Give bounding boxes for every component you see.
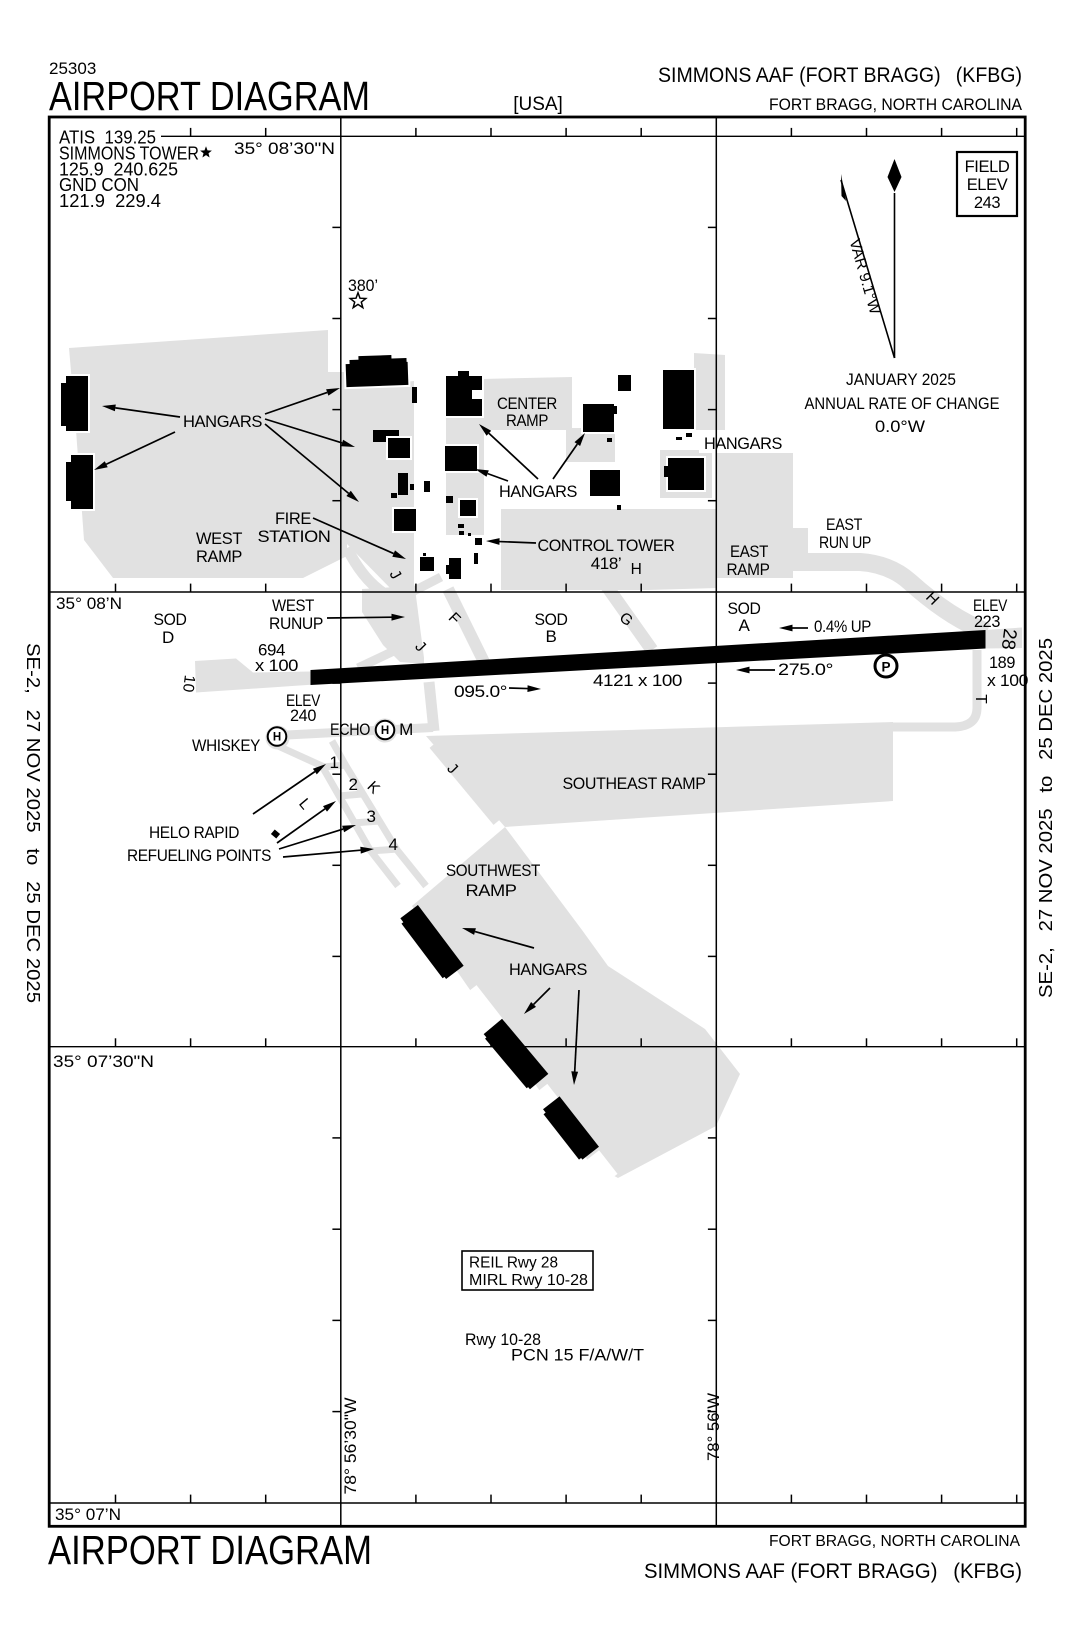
svg-text:RUNUP: RUNUP <box>269 614 323 633</box>
svg-text:WHISKEY: WHISKEY <box>192 736 260 755</box>
svg-text:380’: 380’ <box>348 277 378 295</box>
svg-text:CONTROL TOWER: CONTROL TOWER <box>538 536 675 555</box>
svg-text:x 100: x 100 <box>987 671 1028 690</box>
svg-text:0.0°W: 0.0°W <box>875 417 925 436</box>
svg-text:HANGARS: HANGARS <box>509 960 587 979</box>
svg-text:SOD: SOD <box>728 599 761 618</box>
svg-text:ANNUAL RATE OF CHANGE: ANNUAL RATE OF CHANGE <box>805 394 1000 413</box>
svg-text:25303: 25303 <box>49 59 96 78</box>
svg-text:FIRE: FIRE <box>275 509 311 528</box>
svg-text:GND CON: GND CON <box>59 175 139 195</box>
svg-text:78° 56’30"W: 78° 56’30"W <box>342 1397 360 1494</box>
svg-text:SIMMONS AAF (FORT BRAGG) (KFB: SIMMONS AAF (FORT BRAGG) (KFBG) <box>658 64 1022 87</box>
svg-text:35° 08’N: 35° 08’N <box>56 595 122 613</box>
svg-text:D: D <box>162 628 174 647</box>
svg-text:35° 07’N: 35° 07’N <box>55 1506 121 1524</box>
svg-text:0.4% UP: 0.4% UP <box>814 617 871 636</box>
svg-text:FORT BRAGG, NORTH CAROLINA: FORT BRAGG, NORTH CAROLINA <box>769 1533 1021 1550</box>
svg-text:FORT BRAGG, NORTH CAROLINA: FORT BRAGG, NORTH CAROLINA <box>769 96 1022 114</box>
svg-text:095.0°: 095.0° <box>454 682 507 701</box>
svg-text:AIRPORT DIAGRAM: AIRPORT DIAGRAM <box>49 73 370 119</box>
svg-text:189: 189 <box>989 653 1015 672</box>
svg-text:EAST: EAST <box>730 542 768 561</box>
svg-text:RAMP: RAMP <box>196 547 242 566</box>
svg-text:CENTER: CENTER <box>497 394 557 413</box>
svg-text:240: 240 <box>290 706 316 725</box>
svg-text:SIMMONS TOWER: SIMMONS TOWER <box>59 143 199 163</box>
svg-text:T: T <box>972 694 989 704</box>
svg-text:35° 07’30"N: 35° 07’30"N <box>53 1053 154 1071</box>
svg-text:FIELD: FIELD <box>965 158 1010 176</box>
svg-text:418’: 418’ <box>591 554 622 573</box>
svg-text:SOD: SOD <box>154 610 187 629</box>
svg-text:PCN 15 F/A/W/T: PCN 15 F/A/W/T <box>511 1347 644 1365</box>
svg-text:121.9 229.4: 121.9 229.4 <box>59 191 161 211</box>
svg-text:MIRL Rwy 10-28: MIRL Rwy 10-28 <box>469 1272 588 1289</box>
svg-text:B: B <box>546 627 557 646</box>
svg-text:JANUARY 2025: JANUARY 2025 <box>846 370 956 389</box>
svg-text:H: H <box>273 732 281 744</box>
svg-text:HANGARS: HANGARS <box>499 482 577 501</box>
svg-text:H: H <box>631 561 642 578</box>
svg-text:ATIS 139.25: ATIS 139.25 <box>59 128 156 148</box>
svg-text:78° 56’W: 78° 56’W <box>705 1393 723 1461</box>
svg-text:35° 08’30"N: 35° 08’30"N <box>234 140 335 158</box>
svg-text:RAMP: RAMP <box>727 560 770 579</box>
svg-text:x 100: x 100 <box>255 656 298 675</box>
svg-text:M: M <box>399 720 413 739</box>
svg-text:RUN UP: RUN UP <box>819 533 871 552</box>
svg-text:243: 243 <box>974 194 1001 212</box>
svg-text:4121 x 100: 4121 x 100 <box>593 671 682 690</box>
svg-text:RAMP: RAMP <box>466 881 517 900</box>
svg-text:P: P <box>881 660 890 675</box>
svg-text:RAMP: RAMP <box>506 411 548 430</box>
svg-text:125.9 240.625: 125.9 240.625 <box>59 159 178 179</box>
svg-text:HANGARS: HANGARS <box>704 434 782 453</box>
svg-text:REIL Rwy 28: REIL Rwy 28 <box>469 1255 558 1272</box>
svg-text:REFUELING POINTS: REFUELING POINTS <box>127 846 271 865</box>
svg-text:4: 4 <box>388 835 397 854</box>
svg-text:28: 28 <box>997 627 1020 651</box>
svg-text:HANGARS: HANGARS <box>183 412 262 431</box>
svg-text:ELEV: ELEV <box>973 596 1008 615</box>
svg-text:HELO RAPID: HELO RAPID <box>149 823 239 842</box>
svg-text:AIRPORT DIAGRAM: AIRPORT DIAGRAM <box>48 1527 372 1573</box>
svg-text:SOUTHEAST RAMP: SOUTHEAST RAMP <box>563 774 706 793</box>
svg-text:A: A <box>739 616 751 635</box>
svg-text:10: 10 <box>179 674 198 694</box>
svg-text:223: 223 <box>974 612 1000 631</box>
svg-text:1: 1 <box>329 753 338 772</box>
svg-text:SE-2, 27 NOV 2025 to 25 DEC: SE-2, 27 NOV 2025 to 25 DEC 2025 <box>1035 638 1056 998</box>
svg-text:SOD: SOD <box>535 610 568 629</box>
svg-text:WEST: WEST <box>196 529 242 548</box>
svg-text:3: 3 <box>366 807 375 826</box>
svg-text:SE-2, 27 NOV 2025 to 25 DEC: SE-2, 27 NOV 2025 to 25 DEC 2025 <box>23 643 44 1003</box>
svg-text:SOUTHWEST: SOUTHWEST <box>446 861 540 880</box>
svg-text:ECHO: ECHO <box>330 720 370 739</box>
svg-text:H: H <box>381 725 389 737</box>
svg-text:ELEV: ELEV <box>967 176 1008 194</box>
svg-text:WEST: WEST <box>272 596 314 615</box>
svg-text:EAST: EAST <box>826 515 862 534</box>
svg-text:694: 694 <box>258 641 285 660</box>
svg-text:[USA]: [USA] <box>513 94 563 115</box>
svg-text:ELEV: ELEV <box>286 691 321 710</box>
svg-text:Rwy 10-28: Rwy 10-28 <box>465 1331 541 1349</box>
svg-text:SIMMONS AAF (FORT BRAGG) (KFB: SIMMONS AAF (FORT BRAGG) (KFBG) <box>644 1560 1022 1583</box>
svg-text:STATION: STATION <box>258 527 331 546</box>
svg-text:275.0°: 275.0° <box>778 660 833 679</box>
svg-text:2: 2 <box>348 775 357 794</box>
